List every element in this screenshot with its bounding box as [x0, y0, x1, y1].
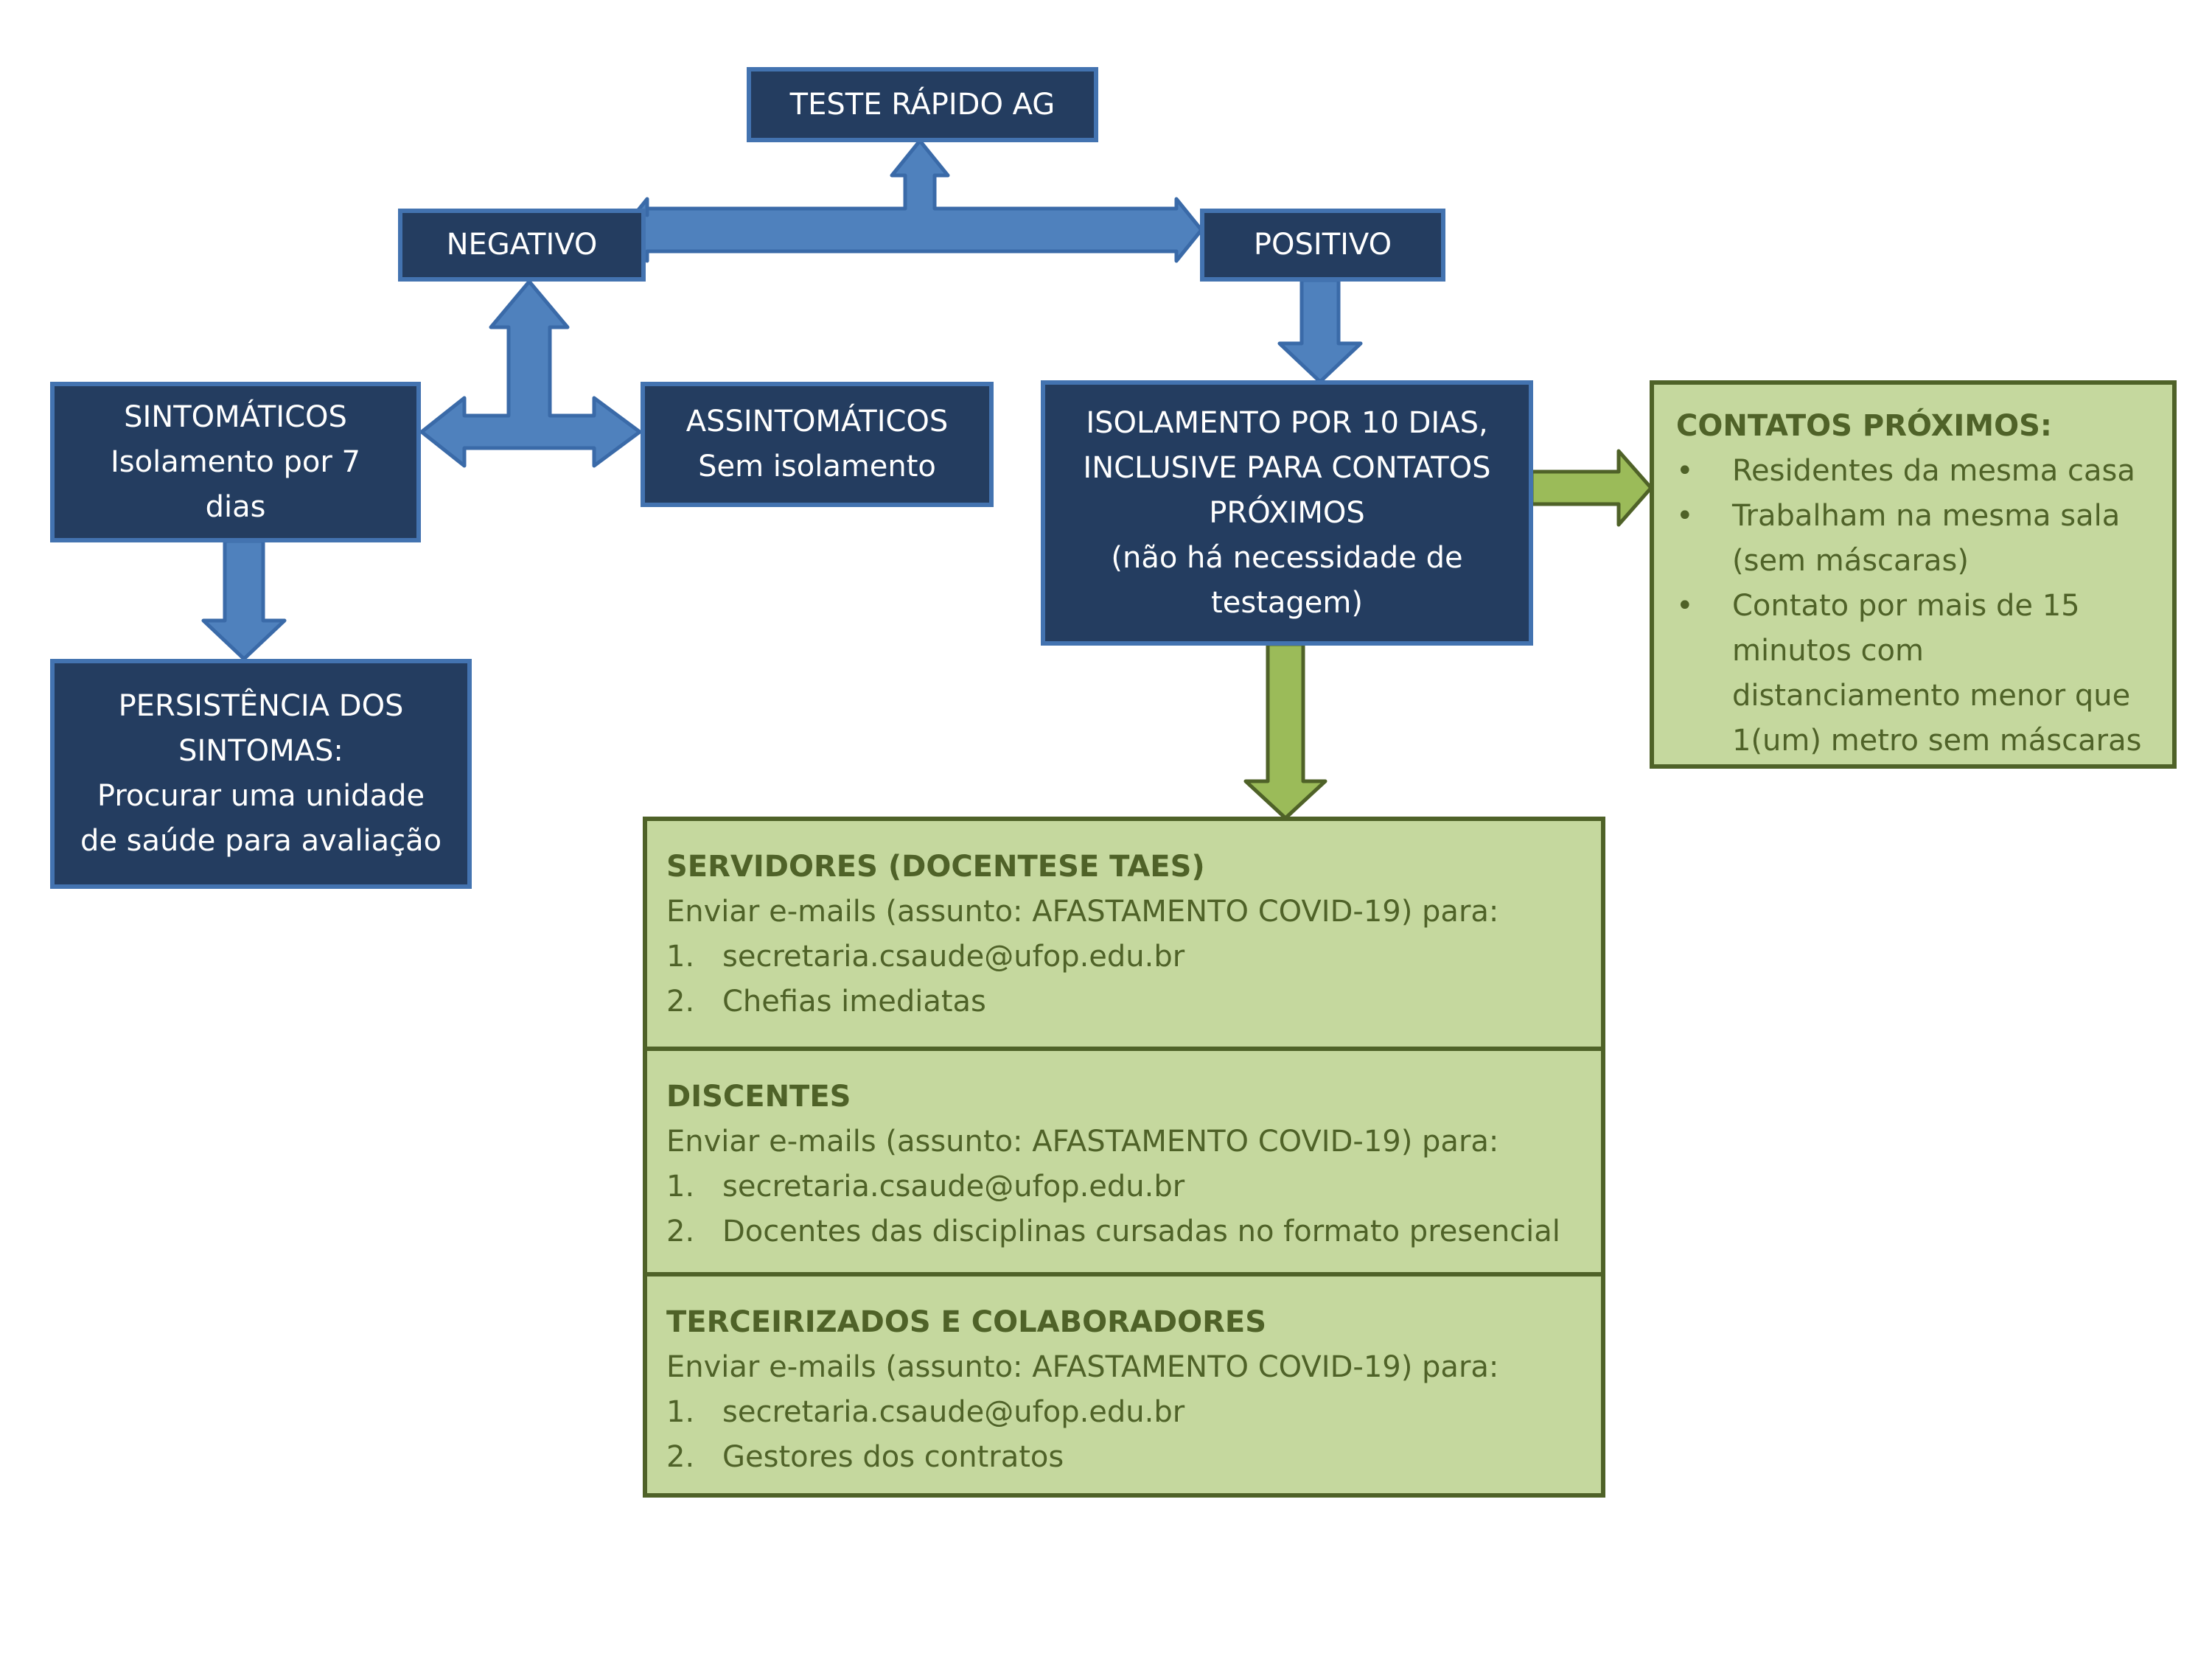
contacts-heading: CONTATOS PRÓXIMOS:: [1676, 409, 2052, 443]
arrow-negative-split: [419, 279, 642, 468]
symptomatic-line-2: Isolamento por 7: [110, 444, 360, 479]
asymptomatic-line-1: ASSINTOMÁTICOS: [685, 405, 949, 439]
section-intro: Enviar e-mails (assunto: AFASTAMENTO COV…: [666, 1125, 1499, 1159]
bullet-icon: •: [1676, 454, 1694, 488]
asymptomatic-box: ASSINTOMÁTICOS Sem isolamento: [641, 382, 994, 507]
list-item: 1. secretaria.csaude@ufop.edu.br: [666, 1390, 1583, 1435]
recipient-label: Chefias imediatas: [722, 985, 986, 1019]
positive-box: POSITIVO: [1200, 209, 1445, 282]
arrow-test-to-negative-positive: [620, 139, 1204, 263]
persistence-line-2: SINTOMAS:: [178, 734, 343, 768]
arrow-isolation-to-emails: [1243, 642, 1327, 820]
symptomatic-line-1: SINTOMÁTICOS: [124, 399, 347, 434]
contacts-item-3-line-4: 1(um) metro sem máscaras: [1732, 724, 2142, 758]
contacts-item-3-line-3: distanciamento menor que: [1732, 679, 2131, 713]
arrow-positive-to-isolation: [1277, 278, 1363, 384]
section-intro: Enviar e-mails (assunto: AFASTAMENTO COV…: [666, 1350, 1499, 1384]
persistence-line-1: PERSISTÊNCIA DOS: [118, 689, 404, 723]
email-section-servidores: SERVIDORES (DOCENTESE TAES) Enviar e-mai…: [647, 821, 1601, 1047]
contacts-item-2-line-1: Trabalham na mesma sala: [1732, 499, 2121, 533]
isolation-line-3: PRÓXIMOS: [1209, 495, 1365, 530]
section-divider: [647, 1047, 1601, 1051]
email-address: secretaria.csaude@ufop.edu.br: [722, 940, 1185, 974]
email-address: secretaria.csaude@ufop.edu.br: [722, 1395, 1185, 1429]
list-number: 1.: [666, 1170, 695, 1204]
contacts-item-2-line-2: (sem máscaras): [1732, 544, 1969, 578]
test-box: TESTE RÁPIDO AG: [747, 67, 1098, 142]
list-item: 2. Gestores dos contratos: [666, 1435, 1583, 1480]
list-item: 2. Chefias imediatas: [666, 979, 1583, 1024]
contacts-box: CONTATOS PRÓXIMOS: • Residentes da mesma…: [1650, 380, 2177, 769]
contacts-item-3-line-2: minutos com: [1732, 634, 1924, 668]
contacts-item-2-text: Trabalham na mesma sala (sem máscaras): [1732, 494, 2120, 584]
isolation-line-4: (não há necessidade de: [1111, 540, 1463, 575]
isolation-box: ISOLAMENTO POR 10 DIAS, INCLUSIVE PARA C…: [1041, 380, 1533, 646]
negative-box: NEGATIVO: [398, 209, 646, 282]
test-box-label: TESTE RÁPIDO AG: [789, 87, 1056, 122]
isolation-line-2: INCLUSIVE PARA CONTATOS: [1083, 450, 1491, 485]
bullet-icon: •: [1676, 589, 1694, 623]
section-divider: [647, 1272, 1601, 1276]
contacts-item-2: • Trabalham na mesma sala (sem máscaras): [1676, 494, 2120, 584]
section-heading: SERVIDORES (DOCENTESE TAES): [666, 850, 1205, 884]
email-section-terceirizados: TERCEIRIZADOS E COLABORADORES Enviar e-m…: [647, 1276, 1601, 1493]
isolation-line-5: testagem): [1211, 585, 1363, 620]
section-heading: DISCENTES: [666, 1080, 851, 1114]
list-item: 2. Docentes das disciplinas cursadas no …: [666, 1209, 1583, 1254]
asymptomatic-line-2: Sem isolamento: [698, 450, 936, 483]
contacts-item-3: • Contato por mais de 15 minutos com dis…: [1676, 584, 2141, 764]
bullet-icon: •: [1676, 499, 1694, 533]
isolation-line-1: ISOLAMENTO POR 10 DIAS,: [1086, 405, 1488, 440]
list-item: 1. secretaria.csaude@ufop.edu.br: [666, 1164, 1583, 1209]
section-heading: TERCEIRIZADOS E COLABORADORES: [666, 1305, 1267, 1339]
contacts-item-3-line-1: Contato por mais de 15: [1732, 589, 2080, 623]
contacts-item-1: • Residentes da mesma casa: [1676, 449, 2135, 494]
list-number: 2.: [666, 1215, 695, 1248]
recipient-label: Docentes das disciplinas cursadas no for…: [722, 1215, 1560, 1248]
arrow-isolation-to-contacts: [1529, 449, 1653, 527]
email-sections-box: SERVIDORES (DOCENTESE TAES) Enviar e-mai…: [643, 817, 1605, 1498]
list-number: 1.: [666, 1395, 695, 1429]
persistence-line-4: de saúde para avaliação: [80, 824, 442, 858]
positive-box-label: POSITIVO: [1253, 228, 1392, 262]
section-intro: Enviar e-mails (assunto: AFASTAMENTO COV…: [666, 895, 1499, 929]
symptomatic-line-3: dias: [205, 489, 266, 524]
list-number: 1.: [666, 940, 695, 974]
arrow-symptomatic-to-persistence: [201, 539, 287, 661]
persistence-box: PERSISTÊNCIA DOS SINTOMAS: Procurar uma …: [50, 659, 472, 889]
contacts-item-1-text: Residentes da mesma casa: [1732, 454, 2135, 488]
persistence-line-3: Procurar uma unidade: [97, 779, 425, 813]
list-item: 1. secretaria.csaude@ufop.edu.br: [666, 935, 1583, 979]
negative-box-label: NEGATIVO: [446, 228, 598, 262]
email-address: secretaria.csaude@ufop.edu.br: [722, 1170, 1185, 1204]
email-section-discentes: DISCENTES Enviar e-mails (assunto: AFAST…: [647, 1051, 1601, 1272]
symptomatic-box: SINTOMÁTICOS Isolamento por 7 dias: [50, 382, 421, 542]
list-number: 2.: [666, 985, 695, 1019]
contacts-item-3-text: Contato por mais de 15 minutos com dista…: [1732, 584, 2141, 764]
recipient-label: Gestores dos contratos: [722, 1440, 1064, 1474]
list-number: 2.: [666, 1440, 695, 1474]
